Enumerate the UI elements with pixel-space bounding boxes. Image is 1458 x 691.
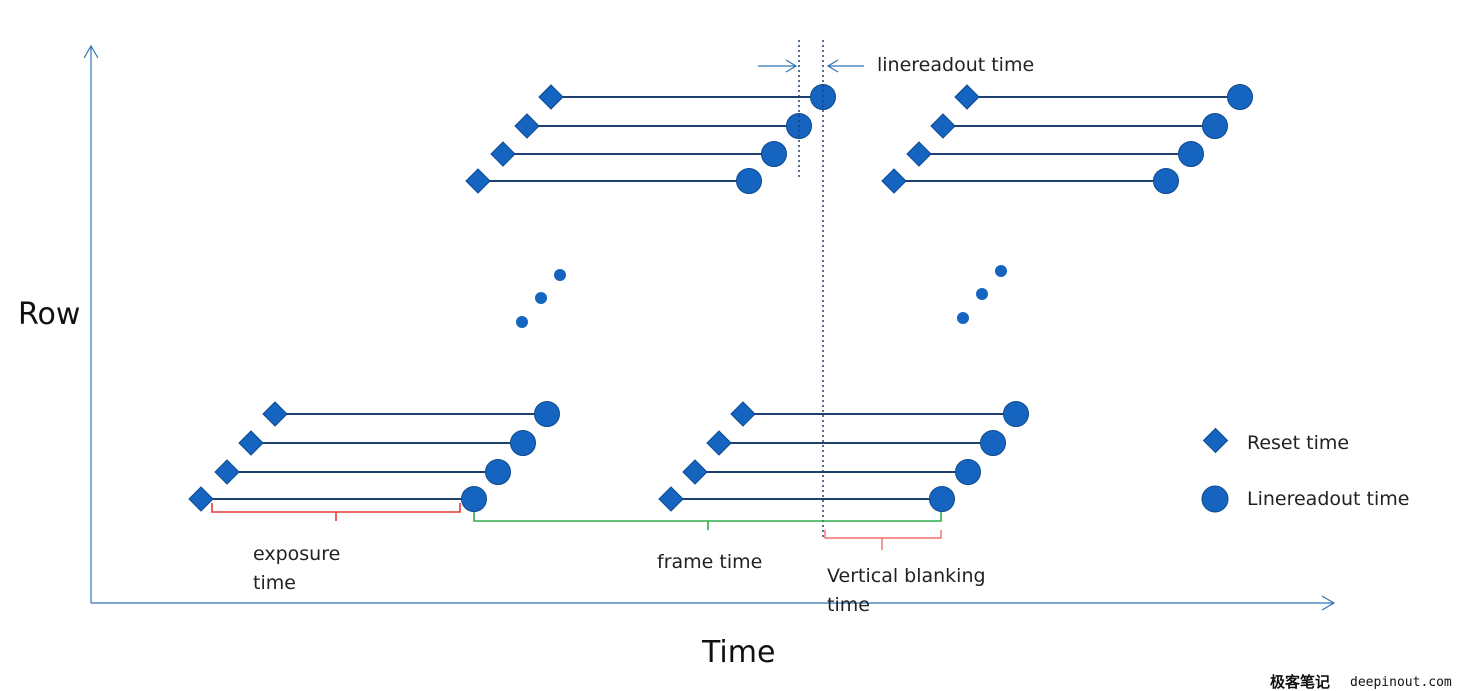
reset-diamond-icon <box>706 430 732 456</box>
legend: Reset time Linereadout time <box>1201 427 1409 513</box>
reset-diamond-icon <box>682 459 708 485</box>
legend-circle-icon <box>1201 485 1229 513</box>
readout-rows <box>188 84 1253 512</box>
readout-circle-icon <box>1178 141 1204 167</box>
y-axis-label: Row <box>18 297 80 332</box>
readout-circle-icon <box>1003 401 1029 427</box>
linereadout-time-label: linereadout time <box>877 54 1034 76</box>
x-axis-label: Time <box>701 635 775 670</box>
readout-circle-icon <box>534 401 560 427</box>
exposure-time-brace <box>211 503 461 521</box>
readout-circle-icon <box>461 486 487 512</box>
reset-diamond-icon <box>538 84 564 110</box>
reset-diamond-icon <box>881 168 907 194</box>
readout-circle-icon <box>761 141 787 167</box>
exposure-time-label-line1: exposure <box>253 543 340 565</box>
reset-diamond-icon <box>490 141 516 167</box>
ellipsis-dots-right <box>957 265 1007 324</box>
reset-diamond-icon <box>730 401 756 427</box>
reset-diamond-icon <box>954 84 980 110</box>
readout-circle-icon <box>510 430 536 456</box>
row-group-frame1-bottom <box>188 401 560 512</box>
vertical-blanking-label-line2: time <box>827 594 870 616</box>
legend-reset-label: Reset time <box>1247 432 1349 454</box>
readout-circle-icon <box>736 168 762 194</box>
readout-circle-icon <box>980 430 1006 456</box>
frame-time-label: frame time <box>657 551 762 573</box>
linereadout-arrows <box>758 59 864 73</box>
reset-diamond-icon <box>188 486 214 512</box>
reset-diamond-icon <box>465 168 491 194</box>
readout-circle-icon <box>955 459 981 485</box>
watermark-url: deepinout.com <box>1350 675 1452 690</box>
readout-circle-icon <box>485 459 511 485</box>
frame-time-brace <box>473 512 942 530</box>
reset-diamond-icon <box>930 113 956 139</box>
readout-circle-icon <box>1227 84 1253 110</box>
legend-readout-label: Linereadout time <box>1247 488 1409 510</box>
reset-diamond-icon <box>238 430 264 456</box>
readout-circle-icon <box>1153 168 1179 194</box>
watermark-cn: 极客笔记 <box>1270 673 1330 691</box>
vertical-blanking-label-line1: Vertical blanking <box>827 565 986 587</box>
readout-circle-icon <box>929 486 955 512</box>
row-group-frame2-bottom <box>658 401 1029 512</box>
reset-diamond-icon <box>262 401 288 427</box>
vertical-blanking-brace <box>824 530 942 550</box>
legend-diamond-icon <box>1202 427 1229 454</box>
axes <box>83 44 1336 611</box>
y-axis-arrowhead <box>83 44 99 59</box>
row-group-frame2-top <box>881 84 1253 194</box>
reset-diamond-icon <box>214 459 240 485</box>
exposure-time-label-line2: time <box>253 572 296 594</box>
reset-diamond-icon <box>514 113 540 139</box>
reset-diamond-icon <box>906 141 932 167</box>
readout-circle-icon <box>1202 113 1228 139</box>
x-axis-arrowhead <box>1321 595 1336 611</box>
reset-diamond-icon <box>658 486 684 512</box>
row-group-frame1-top <box>465 84 836 194</box>
ellipsis-dots-left <box>516 269 566 328</box>
